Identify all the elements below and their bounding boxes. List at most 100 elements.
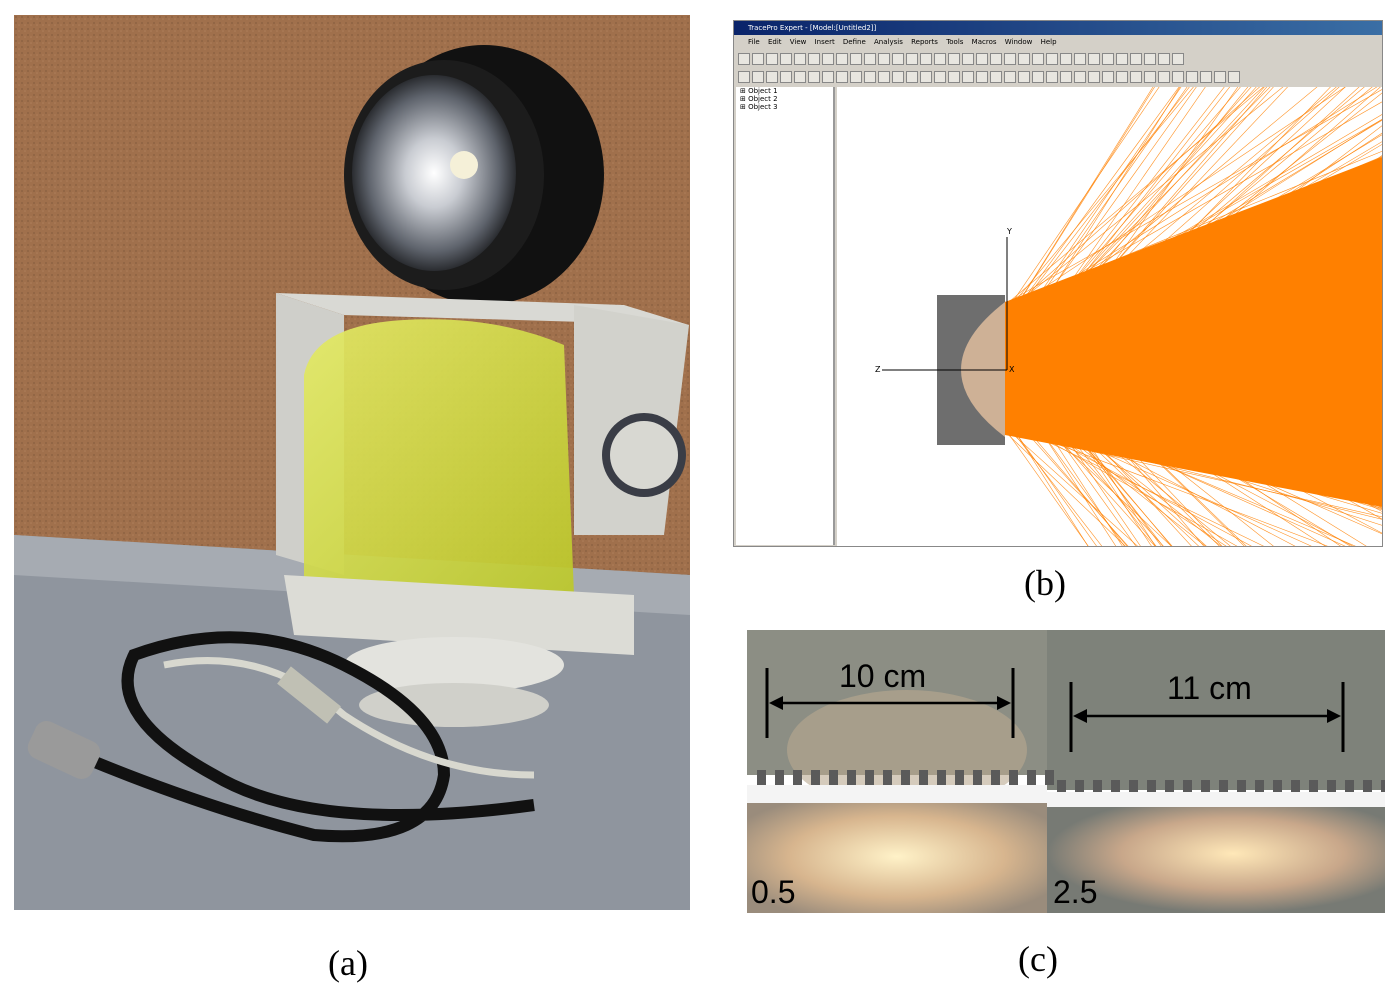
toolbar-button[interactable] [1018, 71, 1030, 83]
toolbar-button[interactable] [1130, 53, 1142, 65]
tree-item-object-1[interactable]: ⊞ Object 1 [740, 87, 778, 95]
menu-window[interactable]: Window [1004, 38, 1033, 46]
toolbar-button[interactable] [1102, 53, 1114, 65]
menu-insert[interactable]: Insert [814, 38, 835, 46]
menu-tools[interactable]: Tools [946, 38, 964, 46]
toolbar-button[interactable] [1018, 53, 1030, 65]
ruler-tick [955, 770, 964, 785]
toolbar-button[interactable] [1102, 71, 1114, 83]
toolbar-button[interactable] [892, 71, 904, 83]
caption-a: (a) [328, 943, 368, 983]
menu-macros[interactable]: Macros [971, 38, 997, 46]
toolbar-button[interactable] [1144, 71, 1156, 83]
toolbar-button[interactable] [1046, 71, 1058, 83]
toolbar-button[interactable] [766, 53, 778, 65]
toolbar-button[interactable] [822, 53, 834, 65]
toolbar-button[interactable] [864, 71, 876, 83]
toolbar-button[interactable] [1228, 71, 1240, 83]
menu-bar: File Edit View Insert Define Analysis Re… [734, 36, 1382, 48]
menu-help[interactable]: Help [1040, 38, 1057, 46]
toolbar-button[interactable] [836, 71, 848, 83]
toolbar-button[interactable] [780, 71, 792, 83]
toolbar-button[interactable] [1172, 53, 1184, 65]
toolbar-button[interactable] [738, 71, 750, 83]
toolbar-button[interactable] [1060, 71, 1072, 83]
toolbar-button[interactable] [1158, 71, 1170, 83]
y-axis-label: Y [1006, 227, 1012, 236]
toolbar-button[interactable] [794, 71, 806, 83]
caption-c: (c) [1018, 939, 1058, 979]
toolbar-button[interactable] [1088, 53, 1100, 65]
toolbar-button[interactable] [794, 53, 806, 65]
ruler-tick [1129, 780, 1138, 792]
toolbar-button[interactable] [1200, 71, 1212, 83]
toolbar-button[interactable] [962, 71, 974, 83]
toolbar-button[interactable] [1088, 71, 1100, 83]
toolbar-button[interactable] [766, 71, 778, 83]
ruler-tick [973, 770, 982, 785]
toolbar-button[interactable] [934, 53, 946, 65]
toolbar-button[interactable] [850, 53, 862, 65]
toolbar-button[interactable] [920, 71, 932, 83]
toolbar-button[interactable] [1158, 53, 1170, 65]
toolbar-button[interactable] [920, 53, 932, 65]
toolbar-button[interactable] [836, 53, 848, 65]
ruler-tick [1327, 780, 1336, 792]
toolbar-button[interactable] [948, 71, 960, 83]
toolbar-button[interactable] [1214, 71, 1226, 83]
ray-line [1004, 428, 1089, 546]
toolbar-button[interactable] [976, 71, 988, 83]
tree-item-object-2[interactable]: ⊞ Object 2 [740, 95, 778, 103]
toolbar-button[interactable] [948, 53, 960, 65]
ruler-tick [1111, 780, 1120, 792]
toolbar-button[interactable] [1116, 71, 1128, 83]
ruler-tick [883, 770, 892, 785]
toolbar-button[interactable] [990, 53, 1002, 65]
toolbar-button[interactable] [1116, 53, 1128, 65]
model-view[interactable]: Y Z X [837, 21, 1382, 546]
toolbar-button[interactable] [878, 53, 890, 65]
toolbar-button[interactable] [752, 53, 764, 65]
toolbar-button[interactable] [1032, 53, 1044, 65]
toolbar-button[interactable] [808, 71, 820, 83]
toolbar-button[interactable] [962, 53, 974, 65]
toolbar-button[interactable] [1186, 71, 1198, 83]
toolbar-button[interactable] [1074, 71, 1086, 83]
beam-spot-illustration [747, 630, 1385, 913]
toolbar-button[interactable] [1032, 71, 1044, 83]
ray-line [1004, 403, 1128, 546]
toolbar-button[interactable] [906, 71, 918, 83]
toolbar-button[interactable] [990, 71, 1002, 83]
toolbar-button[interactable] [878, 71, 890, 83]
toolbar-button[interactable] [1046, 53, 1058, 65]
toolbar-button[interactable] [752, 71, 764, 83]
toolbar-button[interactable] [850, 71, 862, 83]
ray-line [1004, 424, 1328, 546]
toolbar-button[interactable] [864, 53, 876, 65]
toolbar-button[interactable] [1144, 53, 1156, 65]
toolbar-button[interactable] [822, 71, 834, 83]
menu-define[interactable]: Define [842, 38, 866, 46]
toolbar-main [738, 51, 1184, 67]
toolbar-button[interactable] [1004, 53, 1016, 65]
menu-edit[interactable]: Edit [767, 38, 782, 46]
ray-line [1004, 21, 1227, 345]
menu-analysis[interactable]: Analysis [874, 38, 903, 46]
toolbar-button[interactable] [738, 53, 750, 65]
toolbar-button[interactable] [1060, 53, 1072, 65]
toolbar-button[interactable] [906, 53, 918, 65]
toolbar-button[interactable] [1004, 71, 1016, 83]
toolbar-button[interactable] [892, 53, 904, 65]
searchlight-illustration [14, 15, 690, 910]
tree-item-object-3[interactable]: ⊞ Object 3 [740, 103, 778, 111]
menu-reports[interactable]: Reports [911, 38, 938, 46]
toolbar-button[interactable] [808, 53, 820, 65]
toolbar-button[interactable] [780, 53, 792, 65]
menu-file[interactable]: File [748, 38, 760, 46]
menu-view[interactable]: View [789, 38, 807, 46]
toolbar-button[interactable] [1074, 53, 1086, 65]
toolbar-button[interactable] [934, 71, 946, 83]
toolbar-button[interactable] [976, 53, 988, 65]
toolbar-button[interactable] [1172, 71, 1184, 83]
toolbar-button[interactable] [1130, 71, 1142, 83]
